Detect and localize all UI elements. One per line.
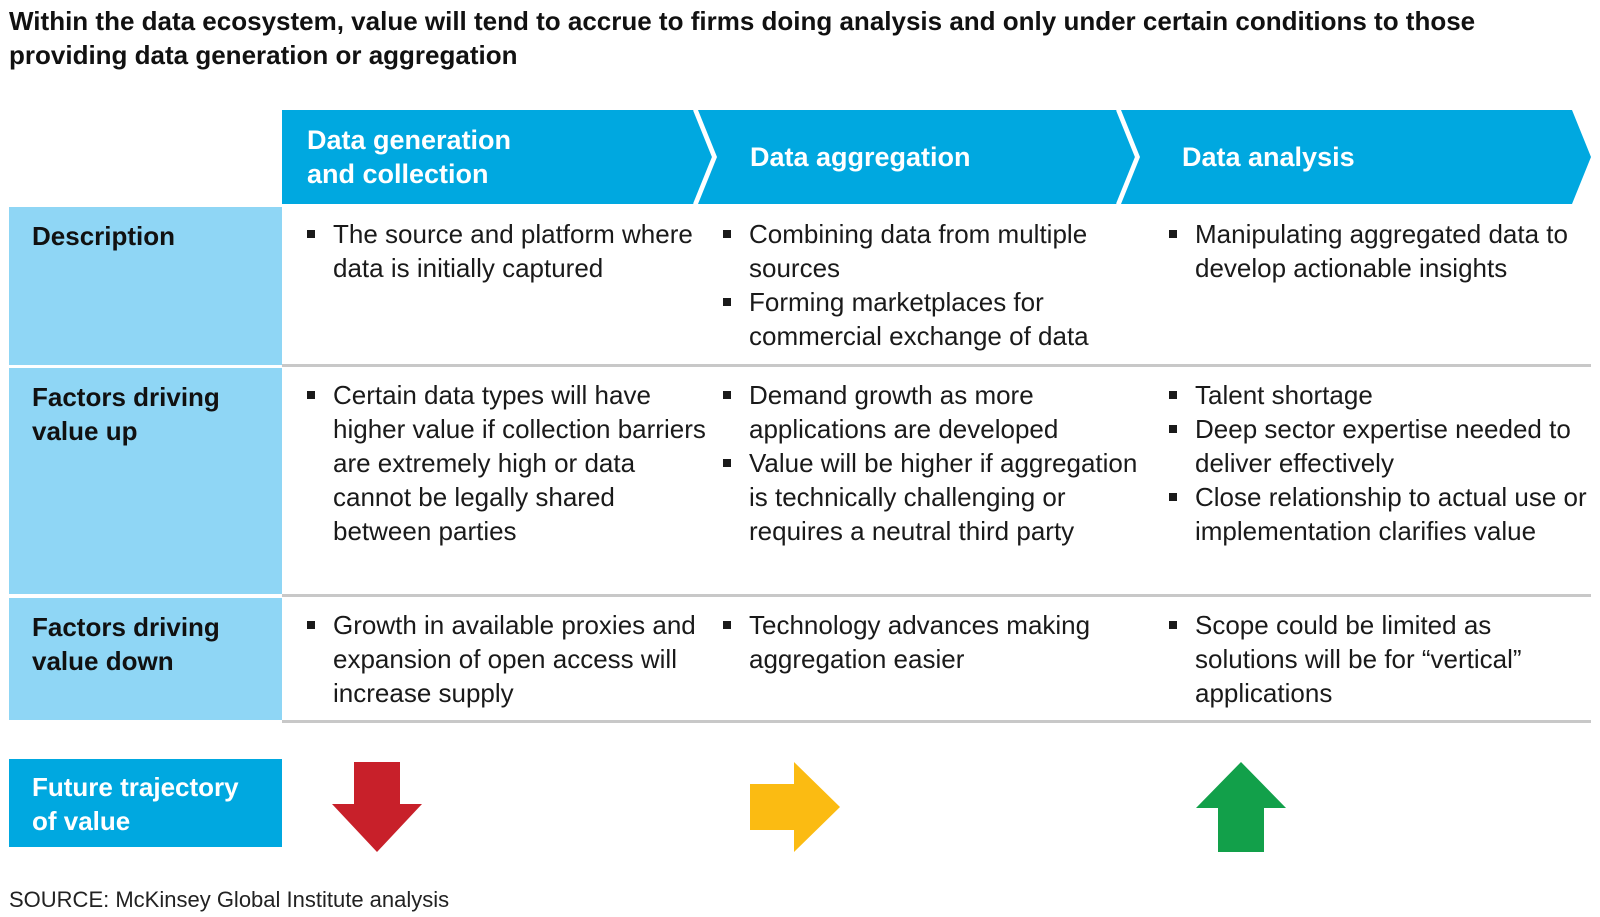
row-divider — [282, 720, 1591, 723]
cell-description-aggregation: Combining data from multiple sources For… — [722, 217, 1142, 353]
row-label-value-up: Factors driving value up — [9, 368, 282, 594]
list-item: Forming marketplaces for commercial exch… — [722, 285, 1142, 353]
row-label-description: Description — [9, 207, 282, 365]
row-divider — [282, 594, 1591, 597]
cell-value-down-aggregation: Technology advances making aggregation e… — [722, 608, 1142, 676]
list-item: Close relationship to actual use or impl… — [1168, 480, 1593, 548]
list-item: Manipulating aggregated data to develop … — [1168, 217, 1588, 285]
row-label-line: Factors driving — [32, 612, 220, 642]
stage-label-data-analysis: Data analysis — [1182, 142, 1355, 172]
chevron-data-analysis — [1121, 110, 1591, 204]
cell-value-down-generation: Growth in available proxies and expansio… — [306, 608, 706, 710]
chevron-band — [282, 110, 1591, 204]
row-label-line: of value — [32, 806, 131, 836]
source-note: SOURCE: McKinsey Global Institute analys… — [9, 887, 450, 912]
stage-label-data-aggregation: Data aggregation — [750, 142, 971, 172]
arrow-down-icon — [332, 762, 422, 852]
list-item: Value will be higher if aggregation is t… — [722, 446, 1142, 548]
page-title: Within the data ecosystem, value will te… — [9, 6, 1476, 70]
list-item: The source and platform where data is in… — [306, 217, 706, 285]
row-label-value-down: Factors driving value down — [9, 598, 282, 720]
chevron-data-generation — [282, 110, 713, 204]
row-divider — [282, 364, 1591, 367]
stage-label-data-generation: Data generation and collection — [307, 110, 511, 204]
list-item: Certain data types will have higher valu… — [306, 378, 706, 548]
stage-label-line: Data generation — [307, 125, 512, 155]
row-label-line: Factors driving — [32, 382, 220, 412]
list-item: Growth in available proxies and expansio… — [306, 608, 706, 710]
cell-description-generation: The source and platform where data is in… — [306, 217, 706, 285]
list-item: Combining data from multiple sources — [722, 217, 1142, 285]
list-item: Technology advances making aggregation e… — [722, 608, 1142, 676]
cell-value-up-generation: Certain data types will have higher valu… — [306, 378, 706, 548]
cell-value-down-analysis: Scope could be limited as solutions will… — [1168, 608, 1588, 710]
cell-description-analysis: Manipulating aggregated data to develop … — [1168, 217, 1588, 285]
list-item: Scope could be limited as solutions will… — [1168, 608, 1588, 710]
list-item: Demand growth as more applications are d… — [722, 378, 1142, 446]
list-item: Deep sector expertise needed to deliver … — [1168, 412, 1593, 480]
stage-label-line: and collection — [307, 159, 489, 189]
value-chain-header: Data generation and collection Data aggr… — [282, 110, 1591, 204]
row-label-line: value down — [32, 646, 174, 676]
arrow-right-icon — [750, 762, 840, 852]
chevron-data-aggregation — [698, 110, 1136, 204]
row-label-trajectory: Future trajectory of value — [9, 759, 282, 847]
cell-value-up-aggregation: Demand growth as more applications are d… — [722, 378, 1142, 548]
arrow-up-icon — [1196, 762, 1286, 852]
list-item: Talent shortage — [1168, 378, 1593, 412]
cell-value-up-analysis: Talent shortage Deep sector expertise ne… — [1168, 378, 1593, 548]
row-label-line: Future trajectory — [32, 772, 239, 802]
row-label-line: value up — [32, 416, 138, 446]
